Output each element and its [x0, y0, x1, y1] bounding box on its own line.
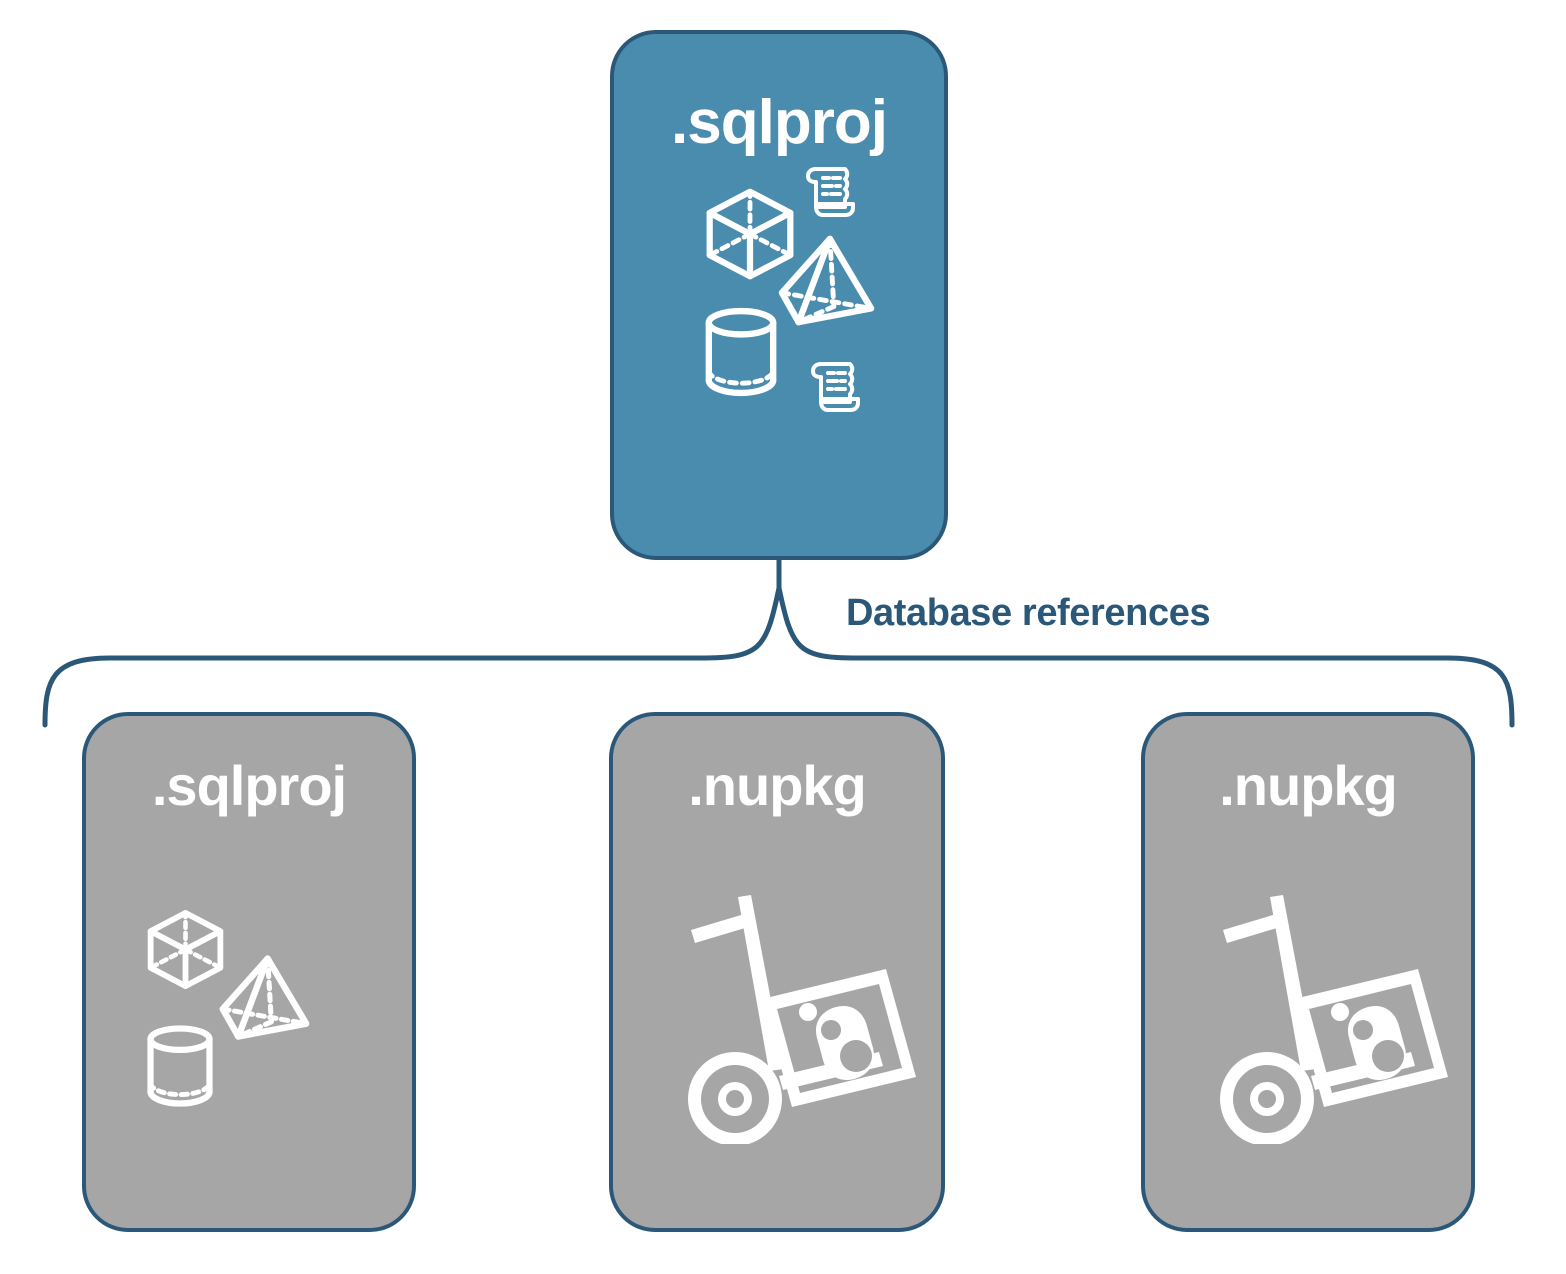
root-icon-group	[614, 154, 944, 556]
node-title-sqlproj-reference: .sqlproj	[151, 754, 347, 817]
brace-path	[42, 585, 1515, 728]
cube-icon	[706, 188, 794, 280]
cylinder-icon	[705, 307, 777, 397]
pyramid-icon	[778, 235, 875, 326]
node-sqlproj-reference[interactable]: .sqlproj	[82, 712, 416, 1232]
sqlproj-reference-icon-group	[86, 814, 412, 1228]
cylinder-icon	[147, 1025, 213, 1107]
scroll-icon	[811, 362, 860, 412]
node-nupkg-reference-1[interactable]: .nupkg	[609, 712, 945, 1232]
nupkg-1-icon-group	[613, 814, 941, 1228]
cube-icon	[147, 910, 224, 989]
node-title-root: .sqlproj	[671, 88, 888, 157]
node-title-nupkg-1: .nupkg	[688, 754, 867, 817]
connector-label: Database references	[846, 592, 1211, 634]
node-sqlproj-root[interactable]: .sqlproj	[610, 30, 948, 560]
connector-brace	[42, 556, 1515, 728]
node-title-nupkg-2: .nupkg	[1219, 754, 1398, 817]
hand-truck-package-icon	[688, 895, 916, 1144]
nupkg-2-icon-group	[1145, 814, 1471, 1228]
node-nupkg-reference-2[interactable]: .nupkg	[1141, 712, 1475, 1232]
pyramid-icon	[219, 955, 310, 1040]
hand-truck-package-icon	[1220, 895, 1448, 1144]
scroll-icon	[806, 167, 855, 217]
